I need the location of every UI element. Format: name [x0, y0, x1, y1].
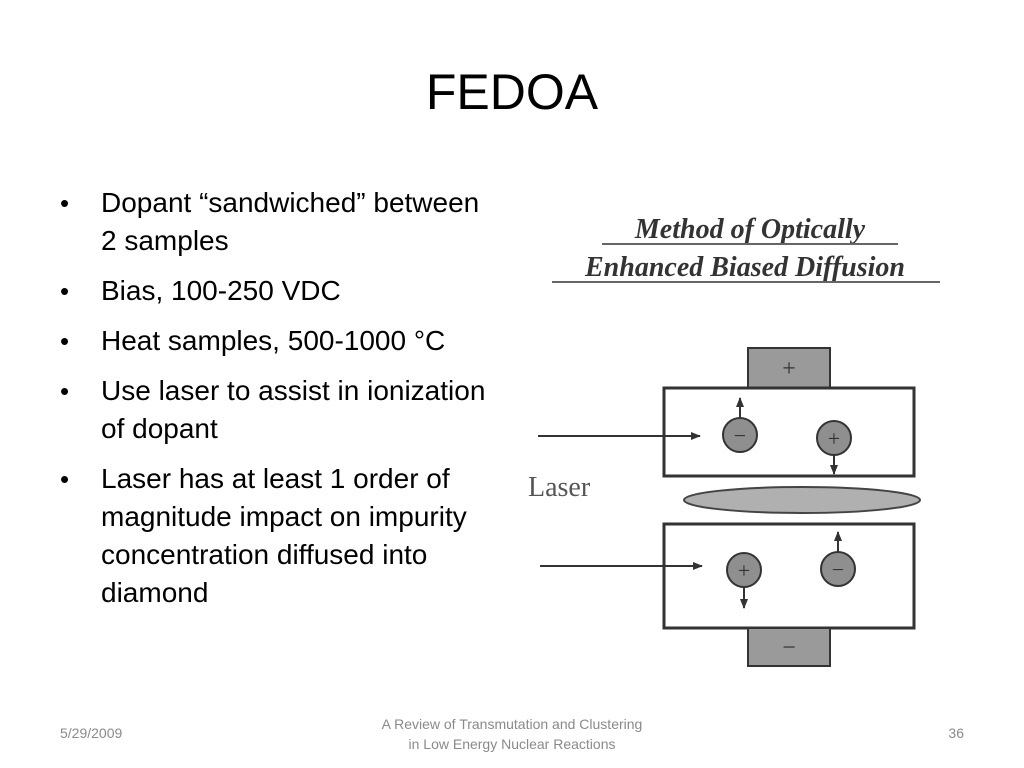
lower-sample: [662, 522, 916, 630]
bullet-dot-icon: •: [60, 376, 70, 406]
laser-label: Laser: [528, 472, 591, 503]
bullet-text: Laser has at least 1 order of magnitude …: [101, 463, 467, 608]
bullet-dot-icon: •: [60, 276, 70, 306]
figure-title-line1: Method of Optically: [634, 214, 866, 245]
bullet-text: Bias, 100-250 VDC: [101, 275, 341, 306]
bullet-item: • Bias, 100-250 VDC: [60, 272, 490, 310]
footer-title-line2: in Low Energy Nuclear Reactions: [408, 736, 616, 752]
diagram-svg: Method of Optically Enhanced Biased Diff…: [528, 214, 940, 667]
negative-ion: −: [820, 531, 856, 587]
minus-sign: −: [832, 557, 844, 582]
negative-electrode: −: [747, 627, 831, 667]
minus-sign: −: [734, 423, 746, 448]
fedoa-diagram: Method of Optically Enhanced Biased Diff…: [520, 178, 960, 678]
slide-number: 36: [948, 725, 964, 741]
bullet-dot-icon: •: [60, 464, 70, 494]
positive-ion: +: [816, 420, 852, 475]
bullet-item: • Heat samples, 500-1000 °C: [60, 322, 490, 360]
positive-electrode: +: [747, 347, 831, 389]
negative-ion: −: [722, 397, 758, 453]
laser-beam: [683, 486, 921, 514]
bullet-text: Dopant “sandwiched” between 2 samples: [101, 187, 480, 256]
upper-sample: [662, 386, 916, 478]
footer-presentation-title: A Review of Transmutation and Clustering…: [362, 714, 662, 754]
footer-date: 5/29/2009: [60, 725, 123, 741]
bullet-dot-icon: •: [60, 326, 70, 356]
positive-ion: +: [726, 552, 762, 609]
minus-sign: −: [782, 635, 796, 661]
bullet-item: • Dopant “sandwiched” between 2 samples: [60, 184, 490, 260]
bullet-dot-icon: •: [60, 188, 70, 218]
plus-sign: +: [828, 426, 840, 451]
footer-title-line1: A Review of Transmutation and Clustering: [381, 716, 643, 732]
bullet-list: • Dopant “sandwiched” between 2 samples •…: [60, 184, 490, 624]
bullet-text: Use laser to assist in ionization of dop…: [101, 375, 486, 444]
slide-title: FEDOA: [425, 64, 599, 120]
plus-sign: +: [782, 356, 796, 382]
figure-title-line2: Enhanced Biased Diffusion: [584, 252, 905, 283]
bullet-item: • Use laser to assist in ionization of do…: [60, 372, 490, 448]
plus-sign: +: [738, 558, 750, 583]
bullet-item: • Laser has at least 1 order of magnitude…: [60, 460, 490, 612]
bullet-text: Heat samples, 500-1000 °C: [101, 325, 446, 356]
